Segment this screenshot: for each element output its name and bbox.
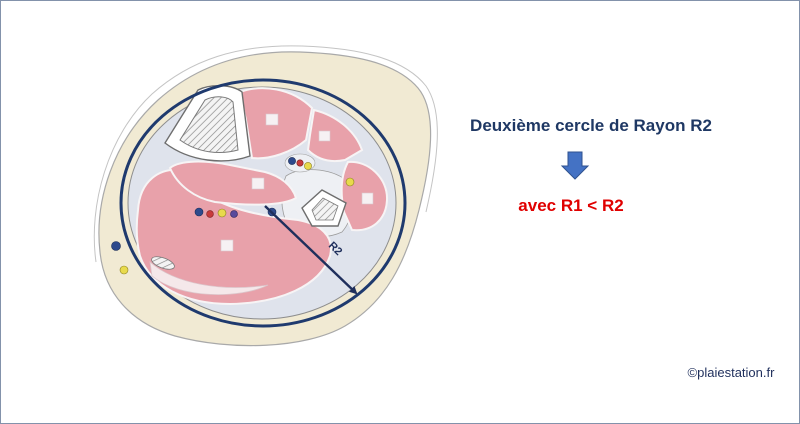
artery-dot bbox=[296, 159, 304, 167]
slide-title: Deuxième cercle de Rayon R2 bbox=[470, 116, 712, 135]
muscle-label-box bbox=[361, 192, 374, 205]
fibula-bone bbox=[301, 189, 347, 227]
leg-cross-section bbox=[93, 45, 438, 347]
fibula-marrow bbox=[311, 197, 339, 221]
muscle-label-box bbox=[220, 239, 234, 252]
nerve-dot bbox=[119, 265, 129, 275]
tibia-marrow bbox=[179, 96, 239, 153]
down-arrow-icon bbox=[560, 151, 590, 180]
radius-circle bbox=[119, 78, 407, 328]
artery-dot bbox=[206, 210, 214, 218]
radius-condition: avec R1 < R2 bbox=[518, 196, 623, 215]
aponeurosis-band bbox=[149, 260, 269, 295]
skin-outer-edge bbox=[93, 45, 438, 263]
nerve-dot bbox=[304, 162, 312, 170]
radius-line bbox=[264, 205, 358, 295]
muscle-deep-posterior bbox=[168, 160, 298, 206]
vein-dot bbox=[194, 207, 204, 217]
hatched-vein bbox=[151, 256, 175, 270]
nerve-dot bbox=[217, 208, 227, 218]
muscle-label-box bbox=[251, 177, 265, 190]
nerve-dot bbox=[345, 177, 355, 187]
muscle-extensor bbox=[306, 108, 364, 163]
vein-dot bbox=[111, 241, 121, 251]
vein-dot bbox=[230, 210, 238, 218]
vein-dot bbox=[288, 157, 296, 165]
muscle-label-box bbox=[265, 113, 279, 126]
tibia-bone bbox=[164, 85, 251, 162]
credit-text: ©plaiestation.fr bbox=[688, 365, 776, 380]
muscle-label-box bbox=[318, 130, 331, 142]
